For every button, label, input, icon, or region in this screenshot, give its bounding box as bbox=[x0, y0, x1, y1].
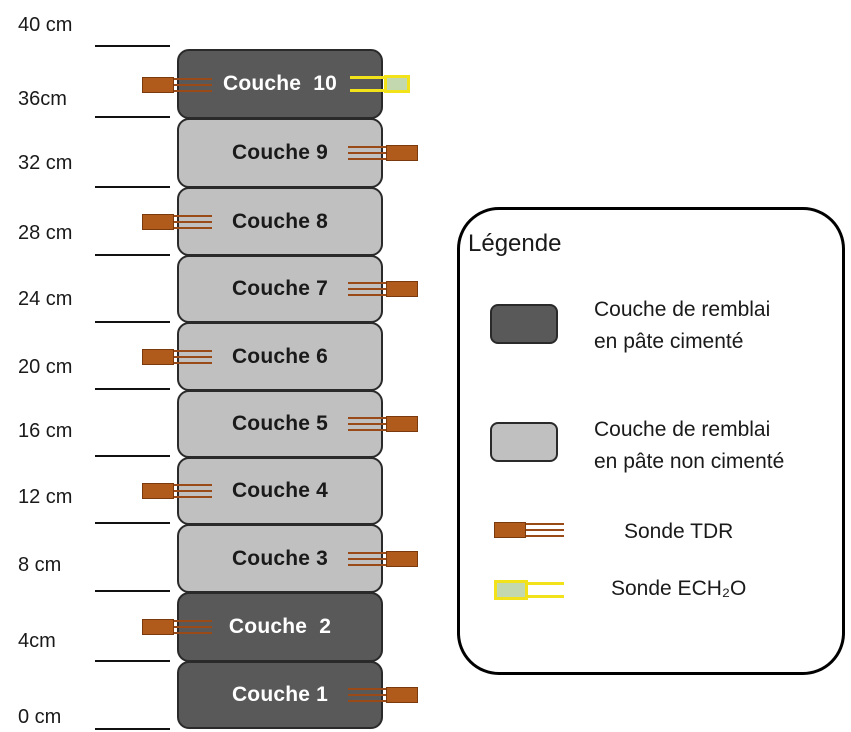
layer-label: Couche 3 bbox=[231, 546, 329, 570]
tdr-probe-icon bbox=[142, 481, 212, 501]
legend-label-ech2o: Sonde ECH₂O bbox=[611, 577, 747, 600]
depth-label: 8 cm bbox=[18, 554, 62, 576]
legend-title: Légende bbox=[468, 230, 562, 257]
legend-label-cemented-line2: en pâte cimenté bbox=[594, 330, 744, 353]
tdr-probe-icon bbox=[348, 414, 418, 434]
layer-label: Couche 7 bbox=[231, 277, 329, 300]
depth-label: 40 cm bbox=[18, 14, 73, 36]
legend-label-cemented: Couche de remblai en pâte cimenté bbox=[594, 294, 770, 358]
depth-tick bbox=[95, 455, 170, 457]
tdr-probe-icon bbox=[142, 617, 212, 637]
depth-label: 12 cm bbox=[18, 486, 73, 508]
tdr-probe-icon bbox=[348, 143, 418, 163]
depth-label: 28 cm bbox=[18, 222, 73, 244]
depth-tick bbox=[95, 660, 170, 662]
ech2o-probe-icon bbox=[350, 74, 410, 94]
depth-label: 16 cm bbox=[18, 420, 73, 442]
legend-label-uncemented: Couche de remblai en pâte non cimenté bbox=[594, 414, 784, 478]
layer-label: Couche 1 bbox=[231, 683, 329, 706]
depth-tick bbox=[95, 186, 170, 188]
layer-label: Couche 4 bbox=[231, 479, 329, 502]
legend-label-cemented-line1: Couche de remblai bbox=[594, 298, 771, 321]
layer-label: Couche 8 bbox=[231, 209, 329, 233]
layer-label: Couche 10 bbox=[222, 72, 338, 95]
depth-label: 36cm bbox=[18, 88, 67, 110]
depth-tick bbox=[95, 45, 170, 47]
tdr-probe-icon bbox=[348, 279, 418, 299]
depth-tick bbox=[95, 728, 170, 730]
depth-label: 0 cm bbox=[18, 706, 62, 728]
depth-tick bbox=[95, 254, 170, 256]
legend-ech2o-probe-icon bbox=[494, 580, 568, 600]
depth-label: 32 cm bbox=[18, 152, 73, 174]
legend-label-uncemented-line2: en pâte non cimenté bbox=[594, 450, 785, 473]
legend-label-tdr: Sonde TDR bbox=[624, 520, 734, 543]
depth-tick bbox=[95, 388, 170, 390]
depth-label: 24 cm bbox=[18, 288, 73, 310]
legend-tdr-probe-icon bbox=[494, 520, 564, 540]
depth-label: 4cm bbox=[18, 630, 56, 652]
depth-tick bbox=[95, 321, 170, 323]
layer-block: Couche 4 bbox=[177, 457, 383, 525]
depth-tick bbox=[95, 522, 170, 524]
depth-tick bbox=[95, 116, 170, 118]
layer-label: Couche 6 bbox=[231, 344, 329, 368]
tdr-probe-icon bbox=[142, 347, 212, 367]
tdr-probe-icon bbox=[348, 549, 418, 569]
tdr-probe-icon bbox=[142, 75, 212, 95]
legend-swatch-uncemented bbox=[490, 422, 558, 462]
tdr-probe-icon bbox=[348, 685, 418, 705]
layer-label: Couche 2 bbox=[228, 615, 332, 638]
layer-label: Couche 9 bbox=[231, 141, 329, 164]
tdr-probe-icon bbox=[142, 212, 212, 232]
legend-swatch-cemented bbox=[490, 304, 558, 344]
layer-label: Couche 5 bbox=[231, 412, 329, 435]
depth-tick bbox=[95, 590, 170, 592]
depth-label: 20 cm bbox=[18, 356, 73, 378]
legend-label-uncemented-line1: Couche de remblai bbox=[594, 418, 771, 441]
